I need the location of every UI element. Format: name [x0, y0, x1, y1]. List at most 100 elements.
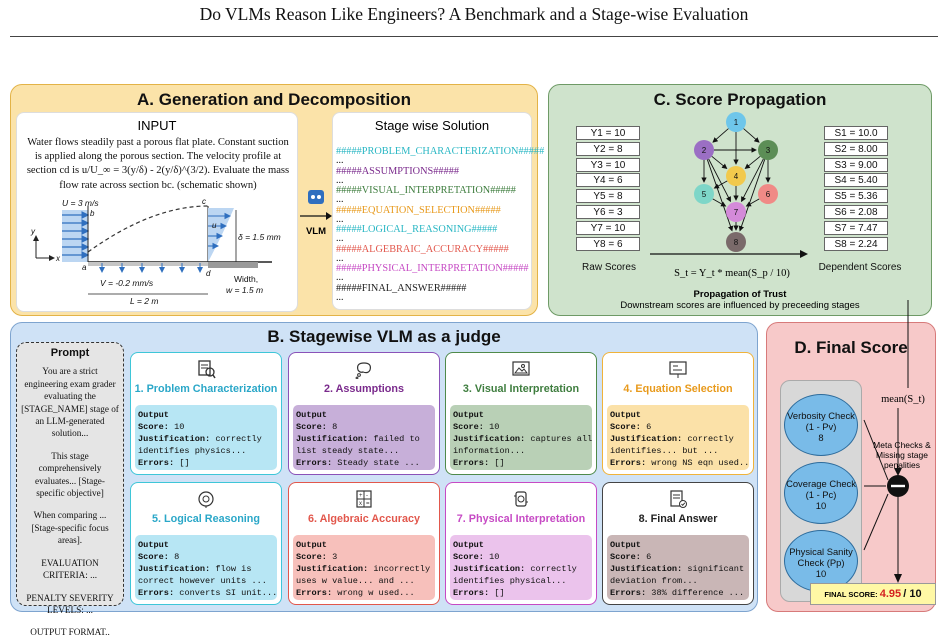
raw-score-box: Y2 = 8: [576, 141, 640, 156]
meta-check-value: 10: [815, 568, 827, 579]
justification-line: Justification: incorrectly: [296, 563, 432, 575]
justification-key: Justification:: [296, 564, 369, 574]
prompt-line: This stage comprehensively evaluates... …: [35, 450, 105, 499]
stage-dots: ...: [336, 213, 344, 225]
stage-dots: ...: [336, 194, 344, 205]
prompt-line: PENALTY SEVERITY LEVELS: ...: [26, 592, 114, 615]
meta-check-value: 8: [818, 432, 824, 443]
errors-value: 38% difference ...: [651, 588, 745, 598]
justification-line: Justification: correctly: [610, 433, 746, 445]
errors-value: []: [494, 588, 505, 598]
stage-dots: ...: [336, 155, 344, 166]
meta-label: Meta Checks & Missing stage penalities: [866, 440, 938, 470]
score-key: Score:: [453, 422, 484, 432]
trust-subtitle: Downstream scores are influenced by prec…: [620, 300, 860, 311]
prompt-box: Prompt You are a strict engineering exam…: [16, 342, 124, 637]
dependency-edge: [741, 158, 764, 203]
stage-node-label: 6: [766, 190, 771, 199]
stage-node: [726, 166, 746, 186]
prompt-line: OUTPUT FORMAT..: [30, 627, 110, 638]
dependency-edge: [708, 158, 731, 203]
errors-value: wrong w used...: [337, 588, 415, 598]
errors-line: Errors: Steady state ...: [296, 457, 432, 469]
stage-node-label: 8: [734, 238, 739, 247]
stage-line: #####ALGEBRAIC_ACCURACY#####: [336, 243, 509, 255]
final-score-label: FINAL SCORE:: [824, 590, 878, 599]
stage-line: #####ASSUMPTIONS#####: [336, 165, 460, 177]
dependent-score-box: S1 = 10.0: [824, 126, 888, 140]
stage-node-label: 7: [734, 208, 739, 217]
stage-node: [726, 232, 746, 252]
raw-score-box: Y5 = 8: [576, 189, 640, 204]
dependency-edge: [744, 155, 761, 170]
answer-checklist-icon: [670, 490, 687, 508]
justification-line: Justification: flow is: [138, 563, 274, 575]
errors-key: Errors:: [138, 458, 175, 468]
errors-key: Errors:: [610, 588, 647, 598]
errors-line: Errors: 38% difference ...: [610, 587, 746, 599]
justification-line-2: list steady state...: [296, 446, 400, 456]
score-key: Score:: [138, 552, 169, 562]
svg-text:+: +: [359, 493, 363, 499]
stage-line: #####PHYSICAL_INTERPRETATION#####: [336, 263, 529, 274]
meta-label-line: penalities: [884, 460, 920, 470]
stage-line: #####PROBLEM_CHARACTERIZATION#####: [336, 146, 545, 157]
stage-dots: ...: [336, 272, 344, 283]
justification-text: captures all: [530, 434, 592, 444]
final-score-arrows: [863, 300, 909, 583]
prompt-line: EVALUATION CRITERIA: ...: [41, 557, 99, 581]
dependent-score-box: S2 = 8.00: [824, 141, 888, 156]
score-line: Score: 6: [610, 421, 746, 433]
dependency-edge: [743, 128, 760, 143]
errors-key: Errors:: [296, 588, 333, 598]
score-value: 6: [646, 552, 652, 562]
suction-label: V = -0.2 mm/s: [100, 278, 154, 288]
svg-text:x: x: [359, 501, 362, 507]
justification-line-2: identifies physical...: [453, 576, 567, 586]
dependent-score-box: S6 = 2.08: [824, 205, 888, 219]
errors-value: Steady state ...: [337, 458, 420, 468]
score-key: Score:: [296, 422, 327, 432]
errors-key: Errors:: [453, 458, 490, 468]
prompt-line: You are a strict engineering exam grader…: [21, 366, 119, 439]
title-rule: [10, 36, 938, 37]
dependent-scores-label: Dependent Scores: [818, 262, 902, 273]
errors-line: Errors: wrong w used...: [296, 587, 432, 599]
errors-value: []: [179, 458, 190, 468]
score-value: 10: [489, 422, 500, 432]
score-value: 8: [332, 422, 338, 432]
output-label: Output: [138, 540, 169, 550]
panel-b-title: B. Stagewise VLM as a judge: [267, 327, 501, 346]
stage-dots: ...: [336, 174, 344, 186]
justification-line-2: information...: [453, 446, 526, 456]
justification-text: correctly: [687, 434, 734, 444]
justification-key: Justification:: [453, 564, 526, 574]
judge-card-title: 8. Final Answer: [638, 513, 718, 525]
stage-node-label: 4: [734, 172, 739, 181]
errors-line: Errors: []: [138, 457, 274, 469]
dependency-edge: [711, 155, 728, 170]
justification-text: flow is: [215, 564, 252, 574]
judge-card-title: 6. Algebraic Accuracy: [307, 513, 421, 525]
image-inspect-icon: [512, 361, 530, 376]
score-value: 8: [174, 552, 180, 562]
stage-node-label: 5: [702, 190, 707, 199]
page-title: Do VLMs Reason Like Engineers? A Benchma…: [199, 4, 749, 24]
dependent-score-box: S5 = 5.36: [824, 189, 888, 204]
score-line: Score: 10: [138, 421, 274, 433]
stage-dots: ...: [336, 291, 344, 303]
score-line: Score: 3: [296, 551, 432, 563]
propagation-formula: S_t = Y_t * mean(S_p / 10): [674, 268, 790, 279]
errors-key: Errors:: [453, 588, 490, 598]
justification-text: incorrectly: [373, 564, 431, 574]
justification-text: significant: [687, 564, 745, 574]
